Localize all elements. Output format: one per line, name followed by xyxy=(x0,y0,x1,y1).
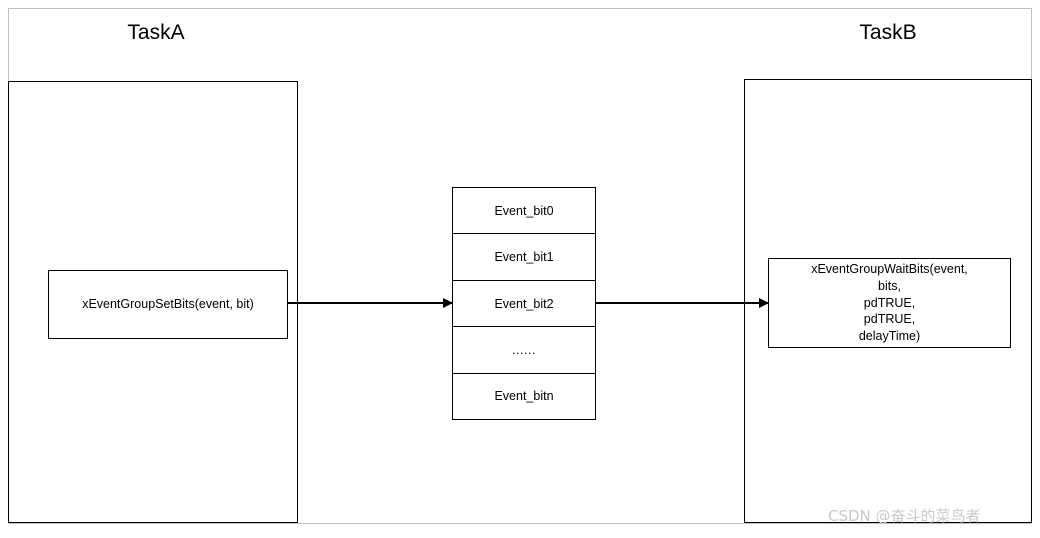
task-b-call-line-4: pdTRUE, xyxy=(863,312,916,327)
watermark: CSDN @奋斗的菜鸟者 xyxy=(828,507,981,525)
task-b-title: TaskB xyxy=(859,21,917,44)
task-b-call-box: xEventGroupWaitBits(event, bits, pdTRUE,… xyxy=(768,258,1011,348)
arrow-eventgroup-to-taskb-icon xyxy=(596,302,768,304)
event-group-table: Event_bit0 Event_bit1 Event_bit2 ...... … xyxy=(452,187,596,420)
task-b-call-line-3: pdTRUE, xyxy=(863,295,916,310)
arrow-taska-to-eventgroup-icon xyxy=(288,302,452,304)
event-bit-row: Event_bitn xyxy=(494,389,554,404)
task-a-title: TaskA xyxy=(127,21,185,44)
event-bit-row: Event_bit2 xyxy=(453,281,595,328)
event-bit-row-ellipsis: ...... xyxy=(453,327,595,374)
task-b-call-line-5: delayTime) xyxy=(858,329,921,344)
task-b-call-line-1: xEventGroupWaitBits(event, xyxy=(811,261,968,276)
task-b-call-line-2: bits, xyxy=(878,278,901,293)
task-a-call-box: xEventGroupSetBits(event, bit) xyxy=(48,270,288,339)
event-bit-row: Event_bit0 xyxy=(453,188,595,235)
event-bit-row: Event_bit1 xyxy=(453,234,595,281)
